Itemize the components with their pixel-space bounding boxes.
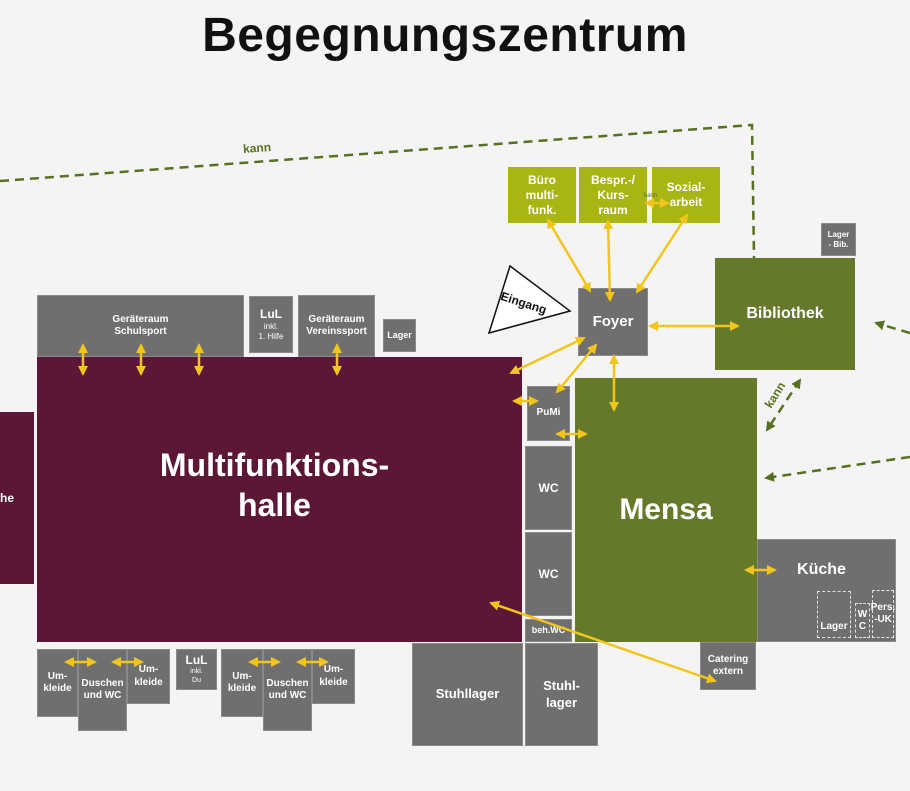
room-lager-small: Lager	[383, 319, 416, 352]
room-umkleide-4: Um- kleide	[312, 649, 355, 704]
dashed-route-top	[0, 123, 756, 259]
dashed-route-right-upper	[874, 320, 910, 335]
lul-bottom-sub: inkl. Du	[190, 668, 203, 684]
arrow-bespr-foyer	[603, 219, 615, 302]
left-edge-label: he	[0, 490, 15, 505]
room-besprechung: Bespr.-/ Kurs- raum	[579, 167, 647, 223]
room-multifunktionshalle: Multifunktions- halle	[37, 357, 522, 642]
room-geraeteraum-vereinssport: Geräteraum Vereinssport	[298, 295, 375, 357]
room-lager-bib: Lager - Bib.	[821, 223, 856, 256]
lul-top-sub: inkl. 1. Hilfe	[258, 322, 284, 341]
arrow-foyer-pumi	[555, 343, 598, 394]
kueche-label: Küche	[797, 561, 846, 578]
room-kueche-pers: Pers. -UK	[871, 590, 895, 638]
label-kann-top: kann	[242, 140, 272, 156]
dashed-route-right-lower	[764, 455, 910, 482]
label-kann-small: kann	[644, 193, 658, 199]
room-kueche-lager: Lager	[817, 591, 851, 638]
room-kueche-wc: W C	[855, 603, 870, 638]
arrow-sozial-foyer	[635, 213, 689, 294]
entrance-triangle	[487, 264, 572, 335]
dashed-route-kann-small	[765, 378, 802, 432]
room-left-edge: he	[0, 412, 34, 584]
room-sozialarbeit: Sozial- arbeit	[652, 167, 720, 223]
arrow-foyer-halle	[509, 336, 586, 375]
arrow-buero-foyer	[546, 218, 592, 293]
room-lul-bottom: LuL inkl. Du	[176, 649, 217, 690]
lul-bottom-title: LuL	[185, 653, 208, 668]
page-title: Begegnungszentrum	[202, 9, 688, 62]
lul-top-title: LuL	[260, 307, 282, 321]
room-lul-top: LuL inkl. 1. Hilfe	[249, 296, 293, 353]
room-buero: Büro multi- funk.	[508, 167, 576, 223]
room-bibliothek: Bibliothek	[715, 258, 855, 370]
arrow-halle-catering	[489, 600, 717, 684]
room-mensa: Mensa	[575, 378, 757, 642]
room-wc-1: WC	[525, 446, 572, 530]
